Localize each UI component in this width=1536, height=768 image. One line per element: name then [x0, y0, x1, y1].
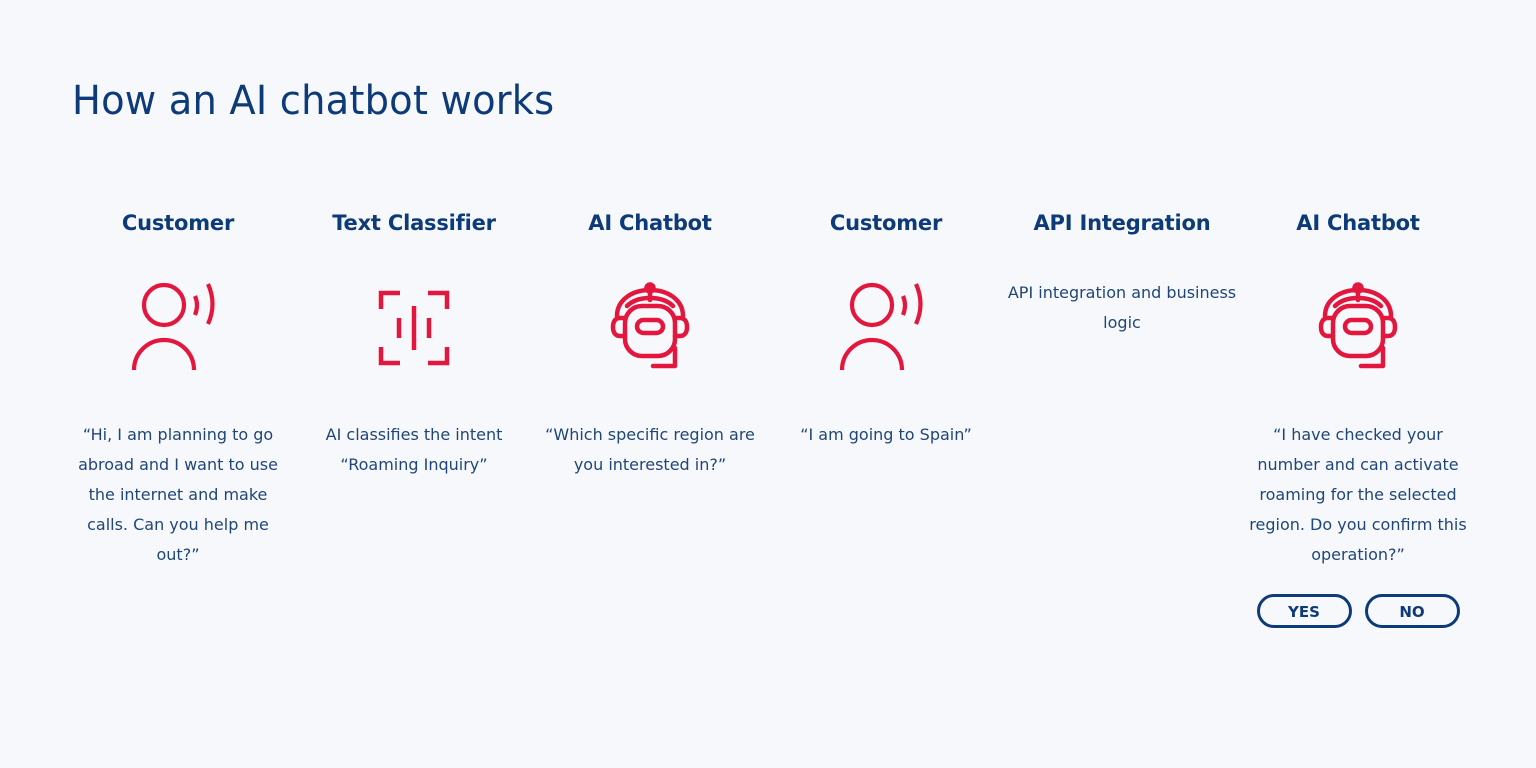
step-ai-chatbot-1: AI Chatbot “Which specific region are yo… — [532, 205, 768, 480]
person-speaking-icon — [836, 278, 936, 378]
person-speaking-icon — [128, 278, 228, 378]
step-title: AI Chatbot — [588, 211, 712, 235]
confirm-button-row: YES NO — [1240, 594, 1476, 628]
step-description: “I am going to Spain” — [800, 425, 972, 444]
step-api-integration: API Integration API integration and busi… — [1004, 205, 1240, 338]
step-description: “Hi, I am planning to go abroad and I wa… — [78, 425, 278, 564]
scan-classifier-icon — [364, 278, 464, 378]
step-title: API Integration — [1033, 211, 1211, 235]
step-title: Customer — [121, 211, 235, 235]
step-customer-1: Customer “Hi, I am planning to go abroad… — [60, 205, 296, 570]
step-description: “Which specific region are you intereste… — [545, 425, 755, 474]
step-customer-2: Customer “I am going to Spain” — [768, 205, 1004, 450]
step-title: AI Chatbot — [1296, 211, 1420, 235]
yes-button[interactable]: YES — [1256, 594, 1352, 628]
no-button[interactable]: NO — [1364, 594, 1460, 628]
step-description: AI classifies the intent “Roaming Inquir… — [325, 425, 503, 474]
step-text-classifier: Text Classifier AI classifies the intent… — [296, 205, 532, 480]
robot-headset-icon — [600, 278, 700, 378]
step-title: Customer — [829, 211, 943, 235]
page-title: How an AI chatbot works — [72, 78, 555, 124]
step-ai-chatbot-2: AI Chatbot “I have checked your number a… — [1240, 205, 1476, 628]
step-title: Text Classifier — [332, 211, 496, 235]
robot-headset-icon — [1308, 278, 1408, 378]
step-description: “I have checked your number and can acti… — [1249, 425, 1467, 564]
step-description: API integration and business logic — [1007, 283, 1237, 332]
